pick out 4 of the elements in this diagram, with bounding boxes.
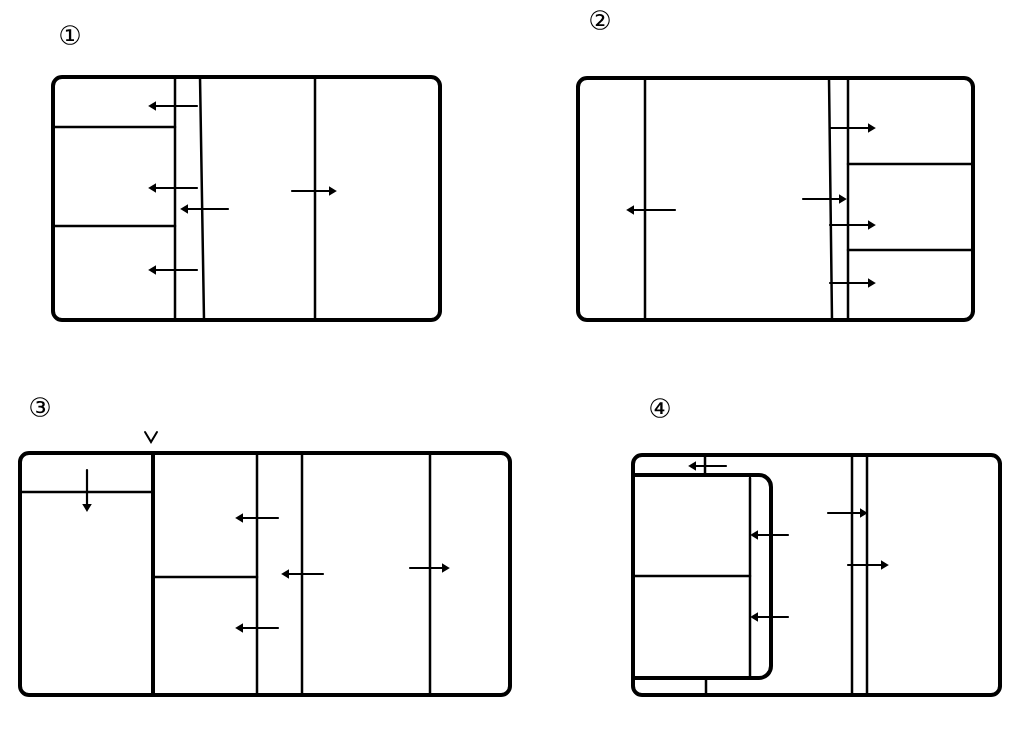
panel-number: ④ (650, 398, 670, 418)
panel-number: ③ (30, 397, 50, 417)
panel-number: ① (60, 25, 80, 45)
panel-number: ② (590, 10, 610, 30)
